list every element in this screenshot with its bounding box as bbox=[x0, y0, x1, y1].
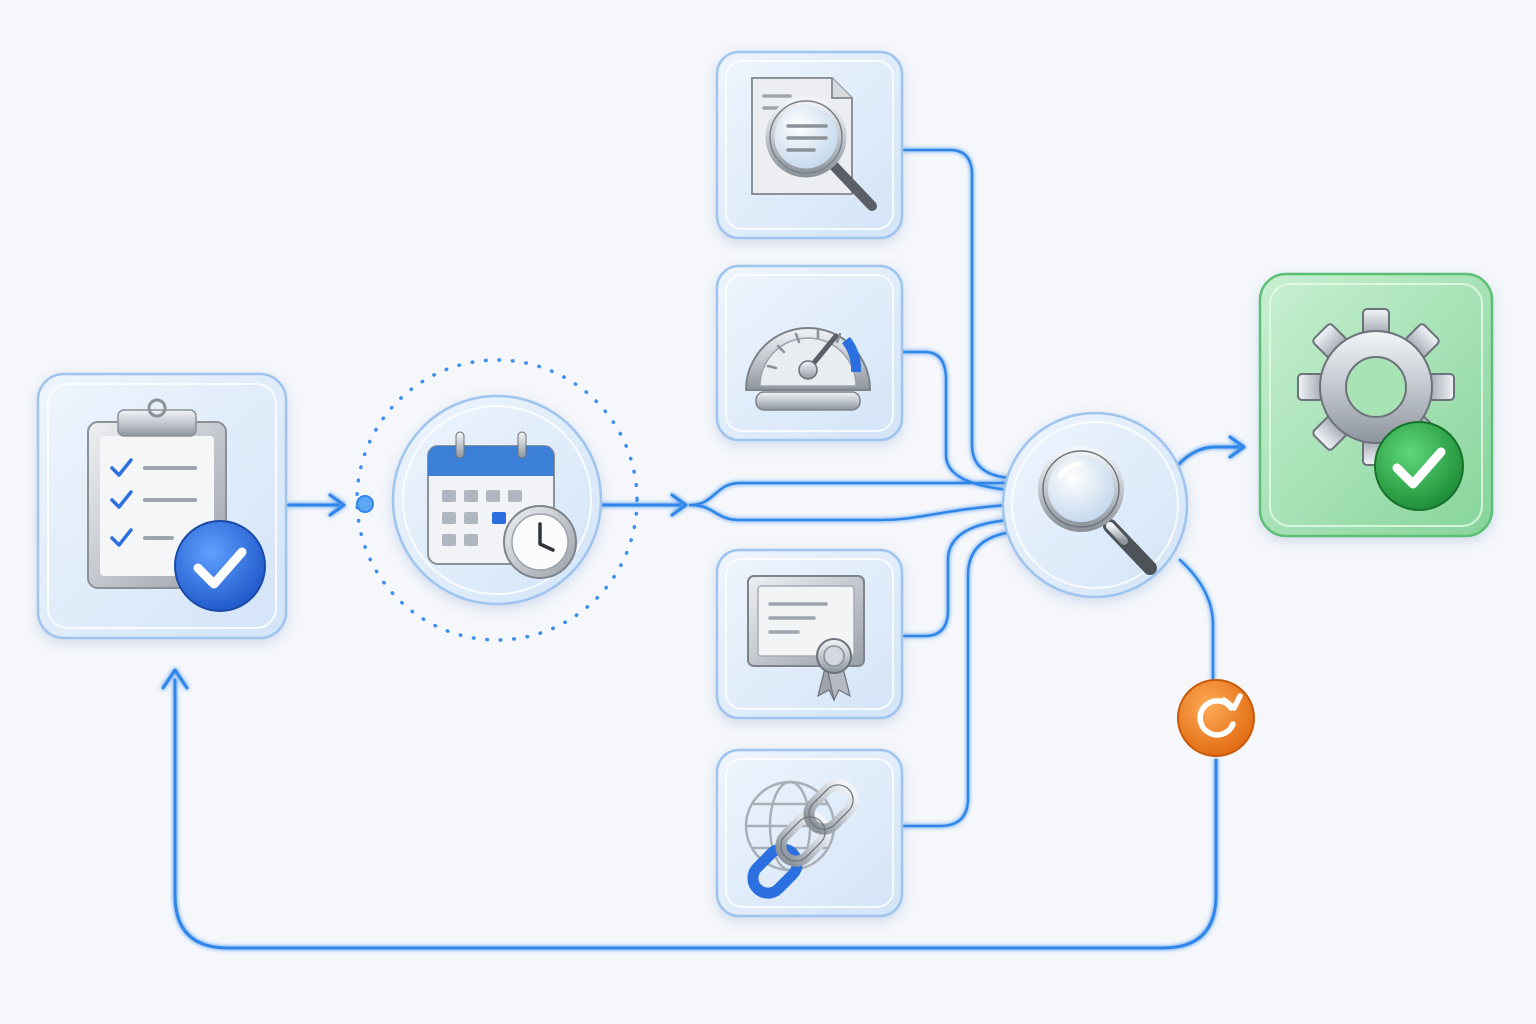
edge-performance-hub bbox=[901, 350, 1012, 492]
globe-chain-link-icon bbox=[744, 779, 859, 899]
edge-bundle-lower bbox=[688, 503, 1010, 522]
edge-document-hub bbox=[901, 148, 1012, 480]
gear-check-icon bbox=[1297, 308, 1455, 466]
edge-bundle-upper bbox=[688, 481, 1010, 507]
connector-dot bbox=[356, 495, 374, 513]
dotted-ring bbox=[355, 358, 639, 642]
arrowhead bbox=[328, 493, 346, 517]
edge-weblinks-hub bbox=[901, 530, 1014, 828]
checkmark-badge bbox=[174, 520, 266, 612]
connectors bbox=[161, 148, 1246, 950]
certificate-ribbon-icon bbox=[747, 575, 865, 702]
edge-loop-checklist bbox=[173, 678, 1218, 950]
speedometer-gauge-icon bbox=[744, 327, 872, 411]
calendar-clock-icon bbox=[427, 431, 577, 579]
arrowhead bbox=[670, 493, 688, 517]
edge-hub-loop bbox=[1178, 558, 1215, 682]
edge-hub-result bbox=[1176, 445, 1240, 467]
arrowhead bbox=[161, 668, 189, 690]
refresh-icon[interactable] bbox=[1177, 679, 1255, 757]
document-search-icon bbox=[751, 77, 877, 211]
magnifier-icon bbox=[1038, 446, 1157, 575]
arrowhead bbox=[1228, 435, 1246, 459]
checkmark-badge bbox=[1374, 421, 1464, 511]
edge-certificate-hub bbox=[901, 518, 1012, 638]
